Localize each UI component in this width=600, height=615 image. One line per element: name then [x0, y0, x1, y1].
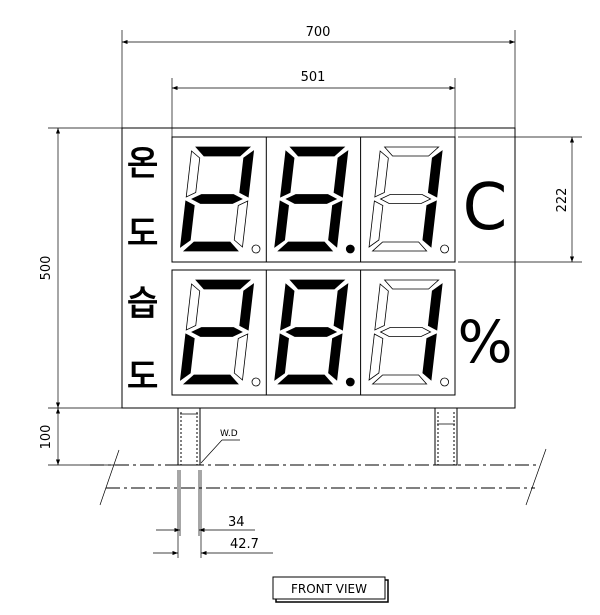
label-char: 온: [127, 144, 158, 184]
segment-e: [179, 200, 195, 248]
humidity-readout: %: [171, 269, 513, 396]
segment-f: [185, 150, 201, 198]
label-char: 습: [127, 284, 158, 324]
segment-a: [195, 146, 252, 157]
segment-d: [277, 241, 334, 252]
weld-note: W.D: [200, 429, 240, 464]
segment-f: [280, 150, 295, 198]
decimal-point: [345, 377, 355, 387]
dimension-label: 500: [39, 256, 54, 281]
segment-b: [239, 283, 255, 331]
segment-d: [371, 241, 428, 252]
decimal-point: [345, 244, 355, 254]
segment-g: [379, 327, 432, 337]
dimension-post-width: 34 42.7: [153, 470, 273, 558]
seven-segment-digit: [368, 279, 450, 387]
weld-note-text: W.D: [220, 429, 238, 439]
label-char: 도: [127, 214, 158, 254]
dimension-label: 222: [555, 188, 570, 213]
dimension-display-width: 501: [171, 70, 456, 137]
segment-b: [427, 150, 443, 198]
segment-b: [427, 283, 443, 331]
segment-c: [328, 333, 343, 381]
segment-a: [195, 279, 252, 290]
seven-segment-digit: [179, 279, 261, 387]
segment-e: [368, 200, 384, 248]
ground-lines: [90, 448, 547, 506]
temperature-unit: C: [463, 171, 508, 245]
decimal-point: [251, 377, 261, 387]
decimal-point: [440, 244, 450, 254]
label-char: 도: [127, 357, 158, 397]
seven-segment-digit: [274, 279, 355, 387]
segment-c: [422, 200, 437, 248]
segment-g: [285, 194, 338, 204]
segment-a: [289, 279, 346, 290]
dimension-row-height: 222: [458, 136, 582, 263]
dimension-label: 100: [39, 425, 54, 450]
dimension-overall-width: 700: [121, 25, 516, 128]
segment-e: [274, 200, 289, 248]
right-post: [434, 407, 458, 466]
segment-b: [333, 283, 349, 331]
segment-c: [328, 200, 343, 248]
temperature-label: 온 도: [127, 144, 158, 254]
seven-segment-digit: [179, 146, 261, 254]
segment-f: [374, 283, 389, 331]
display-enclosure: [121, 127, 516, 409]
segment-b: [239, 150, 255, 198]
humidity-label: 습 도: [127, 284, 158, 397]
segment-a: [383, 279, 440, 290]
segment-g: [379, 194, 432, 204]
segment-b: [333, 150, 349, 198]
dimension-label: 501: [301, 70, 326, 85]
decimal-point: [251, 244, 261, 254]
decimal-point: [440, 377, 450, 387]
humidity-unit: %: [457, 308, 512, 376]
segment-f: [280, 283, 295, 331]
seven-segment-digit: [274, 146, 355, 254]
segment-g: [285, 327, 338, 337]
segment-e: [368, 333, 384, 381]
dimension-label: 700: [306, 25, 331, 40]
dimension-label: 42.7: [230, 537, 259, 552]
segment-d: [371, 374, 428, 385]
segment-c: [233, 200, 249, 248]
segment-f: [374, 150, 389, 198]
segment-e: [179, 333, 195, 381]
segment-c: [233, 333, 249, 381]
view-title: FRONT VIEW: [272, 576, 389, 603]
temperature-readout: C: [171, 136, 508, 263]
segment-d: [182, 374, 239, 385]
dimension-label: 34: [228, 515, 245, 530]
segment-f: [185, 283, 201, 331]
dimension-overall-height: 500: [39, 127, 122, 409]
segment-d: [182, 241, 239, 252]
view-title-text: FRONT VIEW: [291, 582, 367, 596]
segment-d: [277, 374, 334, 385]
segment-g: [191, 194, 243, 204]
dimension-post-height: 100: [39, 408, 120, 466]
seven-segment-digit: [368, 146, 450, 254]
segment-a: [289, 146, 346, 157]
segment-a: [383, 146, 440, 157]
segment-g: [191, 327, 243, 337]
segment-c: [422, 333, 437, 381]
left-post: [177, 407, 201, 466]
segment-e: [274, 333, 289, 381]
